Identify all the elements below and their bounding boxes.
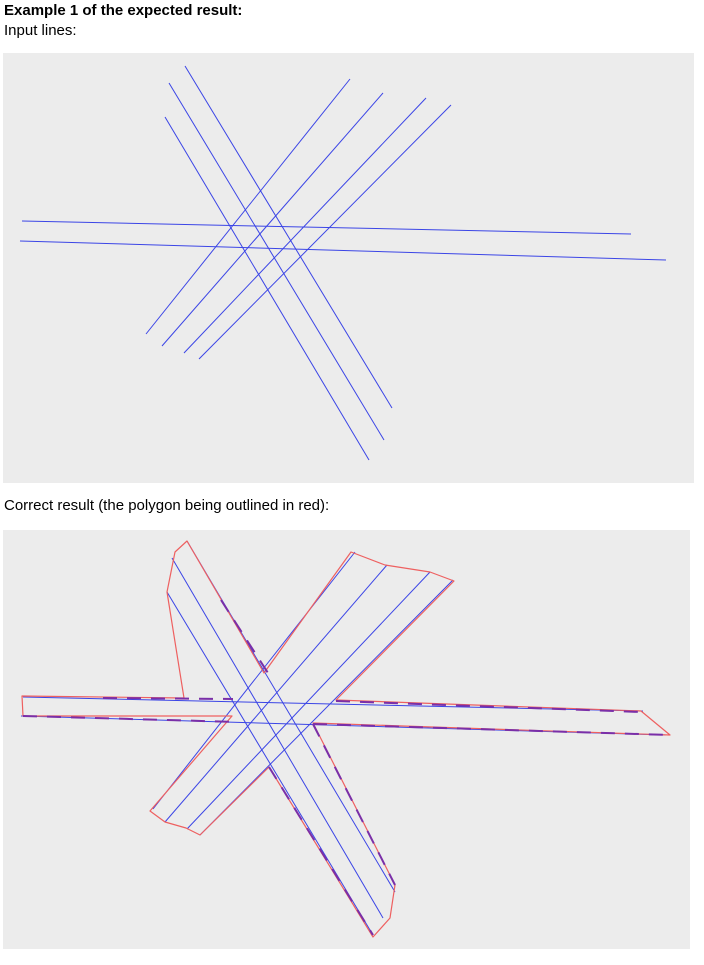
input-line xyxy=(183,97,427,354)
input-line xyxy=(161,92,384,347)
overlap-segment xyxy=(102,697,234,700)
result-line xyxy=(166,591,374,936)
example-heading: Example 1 of the expected result: xyxy=(4,2,243,19)
result-drawing xyxy=(20,540,671,938)
input-line xyxy=(21,220,632,235)
overlap-segment xyxy=(220,599,269,674)
input-line xyxy=(184,65,393,409)
result-polygon-outline xyxy=(21,540,671,938)
result-panel xyxy=(3,530,690,949)
input-line xyxy=(164,116,370,461)
input-line xyxy=(168,82,385,441)
input-line xyxy=(198,104,452,360)
result-line xyxy=(186,571,431,830)
input-lines-drawing xyxy=(19,65,667,461)
overlap-segment xyxy=(312,723,396,886)
input-line xyxy=(19,240,667,261)
input-lines-panel xyxy=(3,53,694,483)
overlap-segment xyxy=(22,715,239,723)
result-line xyxy=(164,564,388,823)
overlap-segment xyxy=(268,766,374,936)
overlap-segment xyxy=(335,700,642,713)
overlap-segment xyxy=(312,723,671,736)
result-line xyxy=(199,579,454,836)
input-line xyxy=(145,78,351,335)
result-line xyxy=(171,557,384,919)
result-line xyxy=(152,551,356,810)
input-lines-caption: Input lines: xyxy=(4,22,77,39)
result-caption: Correct result (the polygon being outlin… xyxy=(4,497,330,514)
